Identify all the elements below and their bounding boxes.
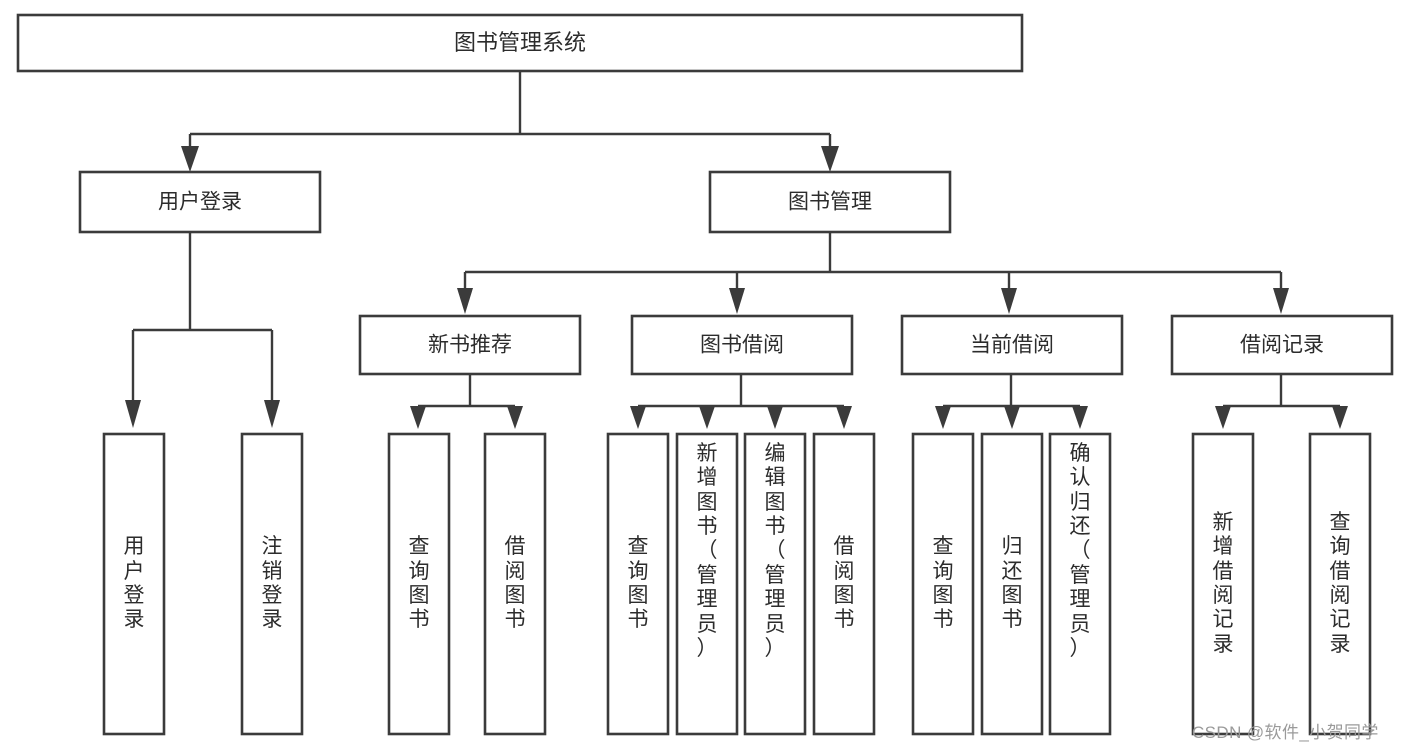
node-user-login[interactable]: 用户登录	[78, 170, 322, 234]
node-current-borrow-box[interactable]	[900, 314, 1124, 376]
node-user-login-box[interactable]	[78, 170, 322, 234]
node-leaf-add-book-box[interactable]	[675, 432, 739, 736]
arrow-head-icon	[457, 288, 473, 314]
arrow-head-icon	[264, 400, 280, 428]
node-book-borrow[interactable]: 图书借阅	[630, 314, 854, 376]
node-root-box[interactable]	[16, 13, 1024, 73]
arrow-head-icon	[1001, 288, 1017, 314]
arrow-head-icon	[1215, 406, 1231, 429]
connector-borrow-record-to-leaves	[1215, 374, 1348, 429]
node-leaf-query-record-box[interactable]	[1308, 432, 1372, 736]
node-new-book-recommend[interactable]: 新书推荐	[358, 314, 582, 376]
node-book-borrow-label: 图书借阅	[700, 334, 784, 357]
node-leaf-query-book-2-box[interactable]	[606, 432, 670, 736]
node-leaf-user-login-box[interactable]	[102, 432, 166, 736]
node-new-book-recommend-box[interactable]	[358, 314, 582, 376]
arrow-head-icon	[821, 146, 839, 172]
connector-new-book-recommend-to-leaves	[410, 374, 523, 429]
connector-user-login-to-leaves	[125, 232, 280, 428]
node-leaf-borrow-book-2-box[interactable]	[812, 432, 876, 736]
connector-root-to-level1	[181, 71, 839, 172]
node-book-manage-box[interactable]	[708, 170, 952, 234]
arrow-head-icon	[729, 288, 745, 314]
node-leaf-add-record-box[interactable]	[1191, 432, 1255, 736]
arrow-head-icon	[1273, 288, 1289, 314]
node-current-borrow[interactable]: 当前借阅	[900, 314, 1124, 376]
connector-book-borrow-to-leaves	[630, 374, 852, 429]
csdn-watermark: CSDN @软件_小贺同学	[1192, 723, 1379, 742]
connector-current-borrow-to-leaves	[935, 374, 1088, 429]
node-root-label: 图书管理系统	[454, 30, 586, 55]
arrow-head-icon	[507, 406, 523, 429]
arrow-head-icon	[767, 406, 783, 429]
node-leaf-borrow-book-1-box[interactable]	[483, 432, 547, 736]
arrow-head-icon	[125, 400, 141, 428]
node-leaf-return-book-box[interactable]	[980, 432, 1044, 736]
node-book-manage[interactable]: 图书管理	[708, 170, 952, 234]
node-book-borrow-box[interactable]	[630, 314, 854, 376]
node-borrow-record-box[interactable]	[1170, 314, 1394, 376]
node-borrow-record[interactable]: 借阅记录	[1170, 314, 1394, 376]
node-leaf-edit-book-box[interactable]	[743, 432, 807, 736]
node-new-book-recommend-label: 新书推荐	[428, 334, 512, 357]
node-current-borrow-label: 当前借阅	[970, 334, 1054, 357]
arrow-head-icon	[1332, 406, 1348, 429]
arrow-head-icon	[630, 406, 646, 429]
connector-book-manage-to-level2	[457, 232, 1289, 314]
arrow-head-icon	[699, 406, 715, 429]
arrow-head-icon	[836, 406, 852, 429]
node-book-manage-label: 图书管理	[788, 191, 872, 214]
arrow-head-icon	[935, 406, 951, 429]
node-root[interactable]: 图书管理系统	[16, 13, 1024, 73]
node-leaf-query-book-1-box[interactable]	[387, 432, 451, 736]
node-leaf-confirm-return-box[interactable]	[1048, 432, 1112, 736]
arrow-head-icon	[1072, 406, 1088, 429]
arrow-head-icon	[1004, 406, 1020, 429]
node-user-login-label: 用户登录	[158, 191, 242, 214]
node-leaf-user-logout-box[interactable]	[240, 432, 304, 736]
node-leaf-query-book-3-box[interactable]	[911, 432, 975, 736]
arrow-head-icon	[181, 146, 199, 172]
node-borrow-record-label: 借阅记录	[1240, 334, 1324, 357]
arrow-head-icon	[410, 406, 426, 429]
